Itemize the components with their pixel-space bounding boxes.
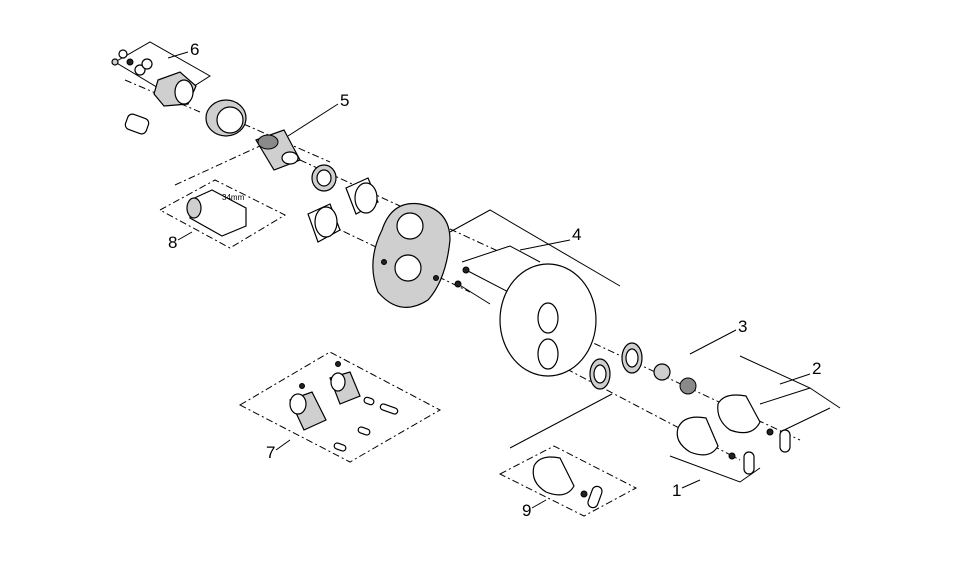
part-6-washer-a — [111, 58, 119, 66]
part-7-screw-d — [363, 396, 375, 406]
plate-hole-upper — [396, 212, 424, 240]
mounting-plate — [372, 202, 451, 308]
callout-4: 4 — [572, 225, 581, 244]
seal-ring-a-bore — [316, 169, 332, 187]
part-7-screw-c — [333, 442, 347, 452]
part-9-cap — [587, 485, 603, 509]
part-3-spline — [679, 377, 697, 395]
part-2-bracket-b — [779, 407, 831, 433]
ring-lower-bore — [593, 364, 607, 384]
part-6-cartridge-set — [111, 41, 247, 137]
part-6-oring-b — [141, 58, 153, 70]
sleeve-a-face — [354, 182, 378, 214]
part-8-adapter-box: 34mm — [158, 179, 287, 249]
part-2-handle-set — [717, 355, 841, 453]
part-9-dashed-box — [498, 445, 638, 517]
part-2-handle — [717, 394, 761, 434]
callout-3-leader — [689, 329, 737, 355]
part-9-handle — [532, 456, 575, 496]
sleeve-b-face — [314, 206, 338, 238]
part-9-bracket — [509, 393, 613, 449]
part-1-screw — [728, 452, 736, 460]
part-7-screw-b — [357, 426, 371, 436]
part-6-sleeve — [124, 113, 150, 135]
callout-1: 1 — [672, 481, 681, 500]
escutcheon-plate — [499, 263, 597, 377]
part-6-bracket — [114, 41, 211, 99]
part-8-dashed-box — [158, 179, 287, 249]
part-7-dashed-box — [238, 351, 442, 463]
escutcheon-hole-upper — [537, 302, 559, 334]
callout-5: 5 — [340, 91, 349, 110]
part-2-screw — [766, 428, 774, 436]
part-1-bracket — [669, 455, 761, 483]
escutcheon-hole-lower — [537, 338, 559, 370]
callout-9-leader — [531, 499, 547, 509]
part-9-handle-box — [498, 393, 638, 517]
part-5-spline — [257, 134, 279, 150]
part-2-bracket-c — [809, 387, 841, 409]
callout-2-leader — [779, 373, 811, 385]
part-6-washer-b — [118, 49, 128, 59]
part-7-screw-a — [379, 403, 399, 415]
part-2-cap — [779, 429, 791, 453]
part-7-valve-a-face — [289, 393, 307, 415]
callout-7: 7 — [266, 443, 275, 462]
callout-6: 6 — [190, 40, 199, 59]
part-4-screw-b-head — [454, 280, 462, 288]
plate-hole-lower — [394, 254, 422, 282]
callout-1-leader — [681, 479, 701, 489]
part-7-valve-b-face — [330, 372, 346, 392]
part-5-tip — [281, 151, 299, 165]
callout-9: 9 — [522, 501, 531, 520]
part-6-bushing-bore — [216, 106, 244, 134]
seal-rings — [307, 164, 379, 243]
part-3-nut — [653, 363, 671, 381]
callout-2: 2 — [812, 359, 821, 378]
plate-screw-hole-b — [433, 275, 439, 281]
part-4-screw-a-head — [462, 266, 470, 274]
callout-4-leader — [519, 239, 571, 251]
ring-upper-bore — [625, 348, 639, 368]
part-1-handle — [676, 416, 719, 456]
part-6-screw-a — [126, 58, 134, 66]
part-9-screw — [580, 490, 588, 498]
part-7-valve-box — [238, 351, 442, 463]
dimension-label: 34mm — [222, 193, 245, 202]
callout-8-leader — [177, 231, 193, 241]
callout-3: 3 — [738, 317, 747, 336]
part-6-valve-face — [174, 79, 194, 105]
part-8-adapter-end — [186, 197, 202, 219]
part-2-bracket-a — [739, 355, 812, 405]
part-3-adapter — [653, 363, 697, 395]
part-8-adapter — [189, 189, 247, 237]
callout-6-leader — [167, 51, 189, 59]
part-4-screw-b — [457, 283, 491, 305]
part-1-cap — [743, 451, 755, 475]
callout-5-leader — [287, 103, 339, 137]
part-4-bracket-upper — [449, 209, 621, 287]
part-6-oring-a — [134, 64, 146, 76]
part-7-pin-a — [299, 383, 305, 389]
part-5-thermostat-cartridge — [255, 129, 301, 171]
plate-screw-hole-a — [381, 259, 387, 265]
callout-7-leader — [275, 439, 291, 451]
part-7-pin-b — [335, 361, 341, 367]
callout-8: 8 — [168, 233, 177, 252]
part-4-bracket-mid — [461, 245, 541, 263]
part-1-handle-set — [669, 416, 761, 483]
escutcheon-rings — [589, 342, 643, 390]
